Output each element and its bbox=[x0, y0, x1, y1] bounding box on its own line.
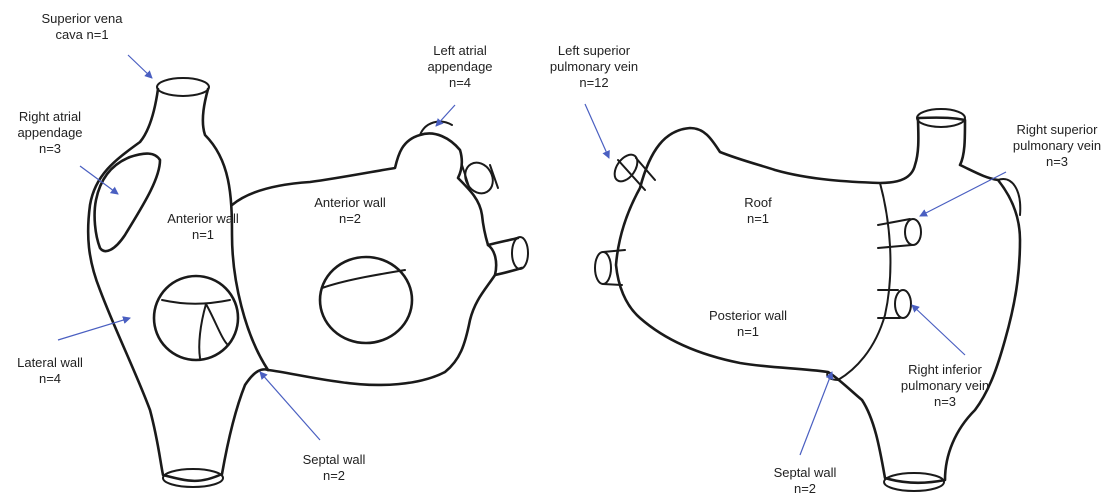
label-lateral-wall: Lateral wall n=4 bbox=[2, 355, 98, 387]
mitral-valve bbox=[320, 257, 412, 343]
tricuspid-leaflets bbox=[162, 300, 230, 358]
rspv-opening bbox=[905, 219, 921, 245]
tricuspid-valve bbox=[154, 276, 238, 360]
label-ra-septal-wall: Septal wall n=2 bbox=[284, 452, 384, 484]
label-posterior-wall: Posterior wall n=1 bbox=[688, 308, 808, 340]
label-la-septal-wall: Septal wall n=2 bbox=[755, 465, 855, 497]
label-ra-anterior-wall: Anterior wall n=1 bbox=[148, 211, 258, 243]
left-atrium-anterior-outline bbox=[232, 133, 496, 384]
mitral-valve-line bbox=[322, 270, 405, 288]
arrow-svc bbox=[128, 55, 152, 78]
label-left-superior-pulmonary-vein: Left superior pulmonary vein n=12 bbox=[535, 43, 653, 91]
left-atrium-posterior-outline bbox=[616, 118, 1020, 483]
lipv-body bbox=[603, 250, 625, 285]
label-right-atrial-appendage: Right atrial appendage n=3 bbox=[5, 109, 95, 157]
arrow-ripv bbox=[912, 305, 965, 355]
label-superior-vena-cava: Superior vena cava n=1 bbox=[26, 11, 138, 43]
la-lower-tube-opening bbox=[512, 237, 528, 269]
arrow-lspv bbox=[585, 104, 609, 158]
arrow-septal-left bbox=[260, 372, 320, 440]
la-lower-tube bbox=[488, 238, 522, 275]
annotation-arrows bbox=[58, 55, 1006, 455]
arrow-rspv bbox=[920, 172, 1006, 216]
label-right-inferior-pulmonary-vein: Right inferior pulmonary vein n=3 bbox=[882, 362, 1008, 410]
label-left-atrial-appendage: Left atrial appendage n=4 bbox=[408, 43, 512, 91]
label-la-anterior-wall: Anterior wall n=2 bbox=[295, 195, 405, 227]
label-right-superior-pulmonary-vein: Right superior pulmonary vein n=3 bbox=[997, 122, 1117, 170]
label-roof: Roof n=1 bbox=[718, 195, 798, 227]
ripv-opening bbox=[895, 290, 911, 318]
roof-boundary-line bbox=[838, 183, 890, 380]
svc-opening bbox=[157, 78, 209, 96]
right-atrium-outline bbox=[88, 89, 268, 481]
lipv-opening bbox=[595, 252, 611, 284]
arrow-septal-right bbox=[800, 372, 832, 455]
